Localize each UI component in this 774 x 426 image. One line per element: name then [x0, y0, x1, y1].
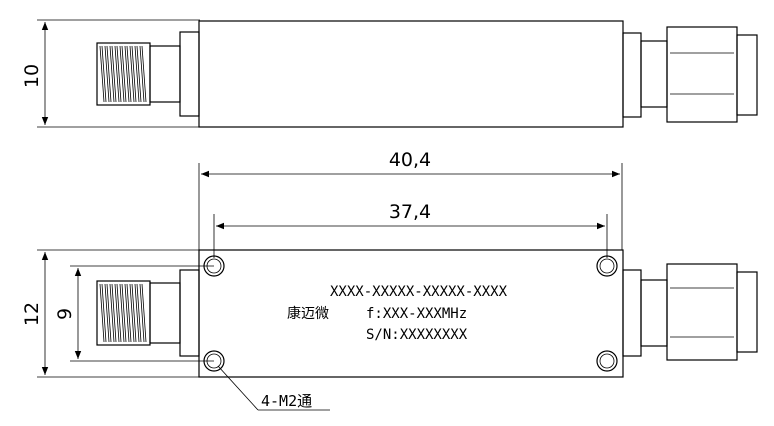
dim-length-inner-label: 37,4 [389, 201, 431, 223]
mounting-hole [596, 350, 618, 372]
thread-lines [99, 45, 147, 103]
dim-length-outer: 40,4 [198, 149, 623, 250]
right-connector-bottom [622, 263, 758, 361]
filter-body-top [198, 20, 624, 128]
dim-height-top: 10 [21, 19, 200, 128]
right-connector-top [622, 26, 758, 123]
mounting-holes [203, 255, 618, 372]
dim-hole-spacing: 9 [54, 265, 214, 362]
left-connector-top [96, 31, 200, 117]
mounting-hole [203, 255, 225, 277]
dim-hole-spacing-label: 9 [54, 308, 76, 320]
left-connector-bottom [96, 269, 200, 357]
top-view: 10 [21, 19, 758, 128]
bottom-view: 12 9 [21, 249, 758, 411]
dim-height-top-label: 10 [21, 64, 43, 88]
dim-length-outer-label: 40,4 [389, 149, 431, 171]
dim-height-bottom-label: 12 [21, 302, 43, 326]
mounting-hole [596, 255, 618, 277]
mounting-hole [203, 350, 225, 372]
serial-number-text: S/N:XXXXXXXX [366, 327, 468, 343]
hole-callout-text: 4-M2通 [261, 392, 312, 410]
dim-length-inner: 37,4 [213, 201, 608, 258]
frequency-text: f:XXX-XXXMHz [366, 306, 467, 322]
brand-text: 康迈微 [287, 305, 329, 322]
hole-callout: 4-M2通 [217, 365, 330, 411]
part-number-text: XXXX-XXXXX-XXXXX-XXXX [330, 284, 508, 300]
dim-height-bottom: 12 [21, 249, 200, 378]
